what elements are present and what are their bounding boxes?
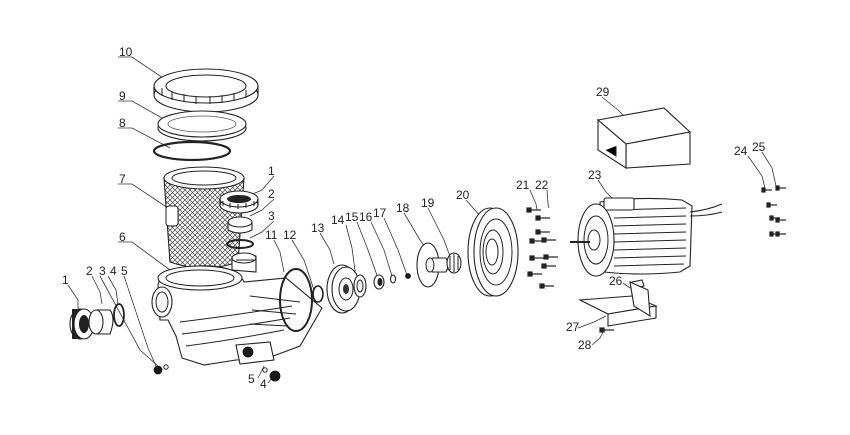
callout-5-side: 5 (121, 264, 128, 278)
callout-12: 12 (283, 228, 297, 242)
callout-14: 14 (331, 213, 345, 227)
side-union-nut (69, 308, 95, 340)
strainer-lid (157, 110, 247, 142)
callout-20: 20 (456, 188, 470, 202)
callout-23: 23 (588, 168, 602, 182)
motor-base (577, 281, 658, 327)
diffuser-seal (312, 285, 324, 303)
seal-plate-bolts (526, 207, 558, 289)
callout-10: 10 (119, 45, 133, 59)
callout-8: 8 (119, 116, 126, 130)
top-union-nut (219, 190, 259, 214)
callout-4-side: 4 (110, 264, 117, 278)
side-union-o-ring (113, 303, 125, 327)
callout-5-bottom: 5 (248, 372, 255, 386)
callout-13: 13 (311, 221, 325, 235)
callout-27: 27 (566, 320, 580, 334)
diffuser (326, 264, 361, 314)
callout-1-top: 1 (268, 164, 275, 178)
strainer-basket (163, 166, 245, 269)
callout-labels: 10 9 8 7 6 1 2 3 11 12 13 14 15 16 17 18… (62, 45, 766, 391)
callout-3-side: 3 (99, 264, 106, 278)
seal-ring-14 (353, 274, 367, 298)
callout-21: 21 (516, 178, 530, 192)
callout-22: 22 (535, 178, 549, 192)
callout-9: 9 (119, 89, 126, 103)
callout-28: 28 (578, 338, 592, 352)
mechanical-seal-15 (373, 274, 385, 290)
callout-24: 24 (734, 144, 748, 158)
washer-16 (389, 274, 397, 284)
callout-15: 15 (345, 210, 359, 224)
callout-19: 19 (421, 196, 435, 210)
housing-o-ring (279, 268, 313, 332)
shaft-seal (446, 252, 462, 274)
lid-o-ring (152, 140, 232, 162)
screw-17 (405, 273, 411, 279)
callout-4-bottom: 4 (260, 377, 267, 391)
top-union-o-ring (226, 239, 254, 249)
callout-2-side: 2 (86, 264, 93, 278)
callout-18: 18 (396, 201, 410, 215)
callout-16: 16 (359, 210, 373, 224)
callout-2-top: 2 (268, 187, 275, 201)
callout-11: 11 (265, 228, 278, 242)
callout-25: 25 (752, 140, 766, 154)
cover-screws (761, 185, 786, 237)
seal-plate (467, 207, 519, 297)
callout-29: 29 (596, 85, 610, 99)
callout-1-side: 1 (62, 273, 69, 287)
callout-3-top: 3 (268, 209, 275, 223)
motor (570, 197, 723, 277)
side-tail-piece (88, 309, 114, 335)
drain-plug-left (153, 364, 169, 375)
callout-6: 6 (119, 230, 126, 244)
impeller (416, 242, 449, 288)
top-tail-piece (227, 216, 253, 234)
terminal-cover (596, 107, 692, 170)
base-screw (599, 327, 614, 333)
callout-7: 7 (119, 172, 126, 186)
callout-17: 17 (373, 206, 387, 220)
drain-plug-bottom (262, 367, 281, 382)
callout-26: 26 (609, 274, 623, 288)
lid-locking-ring (153, 68, 259, 113)
